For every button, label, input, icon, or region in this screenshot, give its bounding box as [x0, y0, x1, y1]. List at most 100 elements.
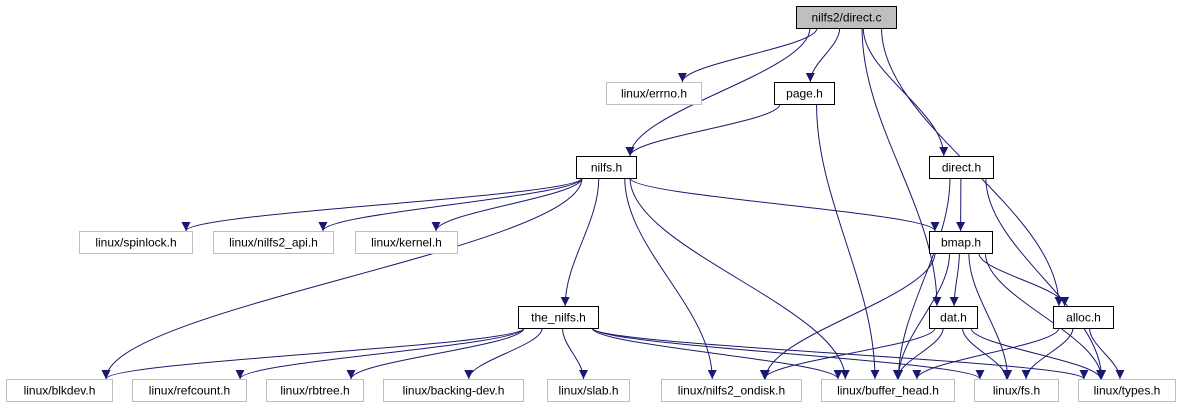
- edge-bmap_h-to-types: [984, 252, 1107, 380]
- node-box: [518, 306, 599, 329]
- node-box: [1053, 306, 1114, 329]
- nodes-layer: nilfs2/direct.c linux/errno.h page.h nilfs.…: [6, 6, 1176, 402]
- node-label: the_nilfs.h: [531, 311, 586, 325]
- edge-direct_c-to-nilfs_h: [625, 27, 811, 157]
- node-bmap-h[interactable]: bmap.h: [929, 231, 993, 254]
- edge-nilfs_h-to-buffer_head: [629, 177, 850, 380]
- edge-bmap_h-to-fs: [968, 252, 1013, 380]
- edge-the_nilfs-to-rbtree: [346, 327, 525, 380]
- edge-nilfs_h-to-ondisk: [624, 177, 717, 380]
- node-box: [821, 379, 955, 402]
- node-label: nilfs.h: [591, 161, 622, 175]
- edge-dat_h-to-ondisk: [759, 327, 936, 380]
- edge-alloc_h-to-fs: [1021, 327, 1074, 380]
- node-label: direct.h: [942, 161, 981, 175]
- node-spinlock: linux/spinlock.h: [79, 231, 193, 254]
- node-the-nilfs[interactable]: the_nilfs.h: [518, 306, 599, 329]
- node-ondisk: linux/nilfs2_ondisk.h: [661, 379, 802, 402]
- node-direct-h[interactable]: direct.h: [929, 156, 994, 179]
- node-types: linux/types.h: [1078, 379, 1176, 402]
- edges-layer: [101, 27, 1125, 380]
- edge-direct_c-to-errno: [677, 27, 818, 83]
- edge-the_nilfs-to-buffer_head: [591, 327, 843, 380]
- edge-dat_h-to-fs: [961, 327, 1012, 380]
- node-box: [974, 379, 1059, 402]
- node-label: linux/types.h: [1094, 384, 1161, 398]
- edge-direct_c-to-page_h: [805, 27, 841, 83]
- node-label: bmap.h: [941, 236, 981, 250]
- node-label: linux/nilfs2_ondisk.h: [678, 384, 785, 398]
- node-dat-h[interactable]: dat.h: [929, 306, 978, 329]
- node-buffer-head: linux/buffer_head.h: [821, 379, 955, 402]
- node-alloc-h[interactable]: alloc.h: [1053, 306, 1114, 329]
- node-label: dat.h: [940, 311, 967, 325]
- node-label: linux/backing-dev.h: [403, 384, 505, 398]
- edge-direct_h-to-buffer_head: [894, 177, 951, 380]
- node-slab: linux/slab.h: [547, 379, 630, 402]
- node-label: linux/errno.h: [621, 87, 687, 101]
- edge-direct_c-to-direct_h: [862, 27, 949, 157]
- edge-the_nilfs-to-slab: [562, 327, 588, 380]
- edge-the_nilfs-to-refcount: [235, 327, 525, 380]
- node-label: linux/buffer_head.h: [837, 384, 939, 398]
- node-label: linux/kernel.h: [371, 236, 442, 250]
- node-label: nilfs2/direct.c: [811, 11, 881, 25]
- node-box: [661, 379, 802, 402]
- edge-direct_c-to-dat_h: [861, 27, 942, 307]
- edge-the_nilfs-to-blkdev: [101, 327, 525, 380]
- edge-page_h-to-buffer_head: [816, 103, 880, 380]
- edge-the_nilfs-to-fs: [591, 327, 985, 380]
- edge-alloc_h-to-types: [1089, 327, 1125, 380]
- node-box: [355, 231, 458, 254]
- edge-nilfs_h-to-the_nilfs: [560, 177, 600, 307]
- node-errno: linux/errno.h: [606, 82, 702, 105]
- node-box: [929, 231, 993, 254]
- edge-page_h-to-nilfs_h: [625, 103, 781, 157]
- node-fs: linux/fs.h: [974, 379, 1059, 402]
- node-box: [929, 156, 994, 179]
- node-box: [1078, 379, 1176, 402]
- edge-direct_h-to-types: [985, 177, 1107, 380]
- edge-nilfs_h-to-bmap_h: [629, 177, 940, 232]
- node-box: [266, 379, 364, 402]
- node-box: [132, 379, 247, 402]
- node-box: [213, 231, 334, 254]
- edge-bmap_h-to-ondisk: [760, 252, 936, 380]
- edge-nilfs_h-to-spinlock: [181, 177, 583, 232]
- node-box: [929, 306, 978, 329]
- node-label: linux/blkdev.h: [24, 384, 96, 398]
- node-box: [576, 156, 637, 179]
- node-label: linux/fs.h: [993, 384, 1040, 398]
- edge-dat_h-to-buffer_head: [892, 327, 944, 380]
- node-box: [6, 379, 113, 402]
- edge-alloc_h-to-buffer_head: [912, 327, 1060, 380]
- node-box: [547, 379, 630, 402]
- edge-nilfs_h-to-blkdev: [101, 177, 583, 380]
- node-label: alloc.h: [1066, 311, 1101, 325]
- node-box: [796, 6, 897, 29]
- node-kernel: linux/kernel.h: [355, 231, 458, 254]
- node-blkdev: linux/blkdev.h: [6, 379, 113, 402]
- node-refcount: linux/refcount.h: [132, 379, 247, 402]
- node-label: linux/rbtree.h: [280, 384, 349, 398]
- node-page-h[interactable]: page.h: [774, 82, 835, 105]
- node-box: [79, 231, 193, 254]
- node-nilfs2-api: linux/nilfs2_api.h: [213, 231, 334, 254]
- edge-nilfs_h-to-kernel: [431, 177, 583, 232]
- node-box: [774, 82, 835, 105]
- edge-bmap_h-to-dat_h: [949, 252, 960, 307]
- node-label: linux/slab.h: [558, 384, 618, 398]
- node-rbtree: linux/rbtree.h: [266, 379, 364, 402]
- node-box: [606, 82, 702, 105]
- node-direct-c[interactable]: nilfs2/direct.c: [796, 6, 897, 29]
- node-label: linux/refcount.h: [149, 384, 230, 398]
- node-label: linux/spinlock.h: [95, 236, 176, 250]
- edge-the_nilfs-to-types: [591, 327, 1089, 380]
- node-label: page.h: [786, 87, 823, 101]
- edge-nilfs_h-to-nilfs2_api: [318, 177, 583, 232]
- node-nilfs-h[interactable]: nilfs.h: [576, 156, 637, 179]
- node-backing: linux/backing-dev.h: [383, 379, 524, 402]
- node-label: linux/nilfs2_api.h: [229, 236, 318, 250]
- edge-the_nilfs-to-backing: [464, 327, 543, 380]
